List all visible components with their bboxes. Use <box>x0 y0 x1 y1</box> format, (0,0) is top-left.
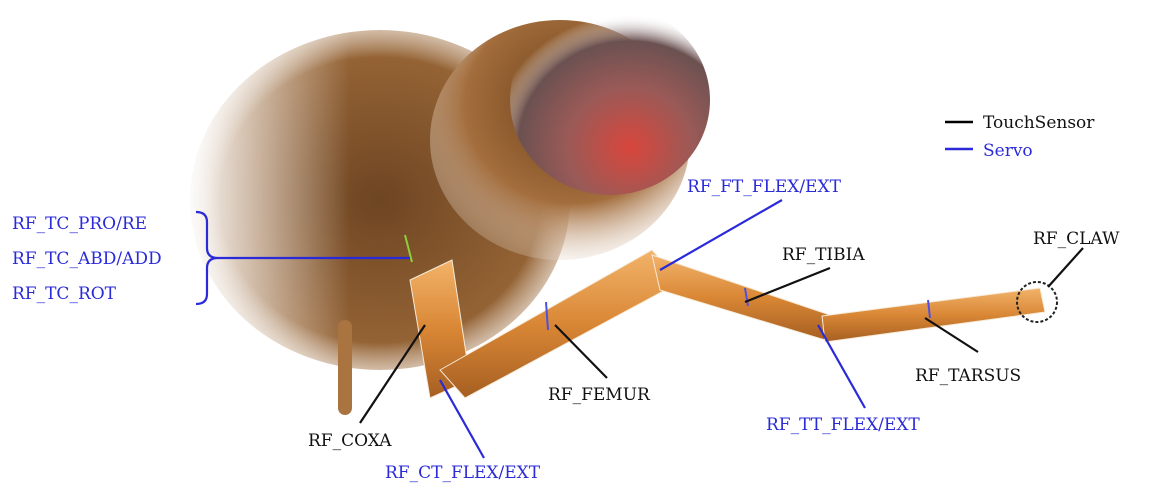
legend-touch-label: TouchSensor <box>983 113 1095 133</box>
label-claw: RF_CLAW <box>1033 229 1120 249</box>
tarsus-leader <box>924 317 979 353</box>
label-tc-pro-re: RF_TC_PRO/RE <box>12 214 147 234</box>
fly-body <box>180 0 710 420</box>
label-tarsus: RF_TARSUS <box>915 366 1021 386</box>
label-tibia: RF_TIBIA <box>782 245 865 265</box>
label-coxa: RF_COXA <box>308 431 392 451</box>
tt-leader <box>817 324 866 409</box>
claw-mesh <box>1016 281 1058 323</box>
label-femur: RF_FEMUR <box>548 385 651 405</box>
label-ft-flex-ext: RF_FT_FLEX/EXT <box>687 177 842 197</box>
leg <box>404 234 1058 399</box>
legend-servo-label: Servo <box>983 141 1033 161</box>
tc-bracket <box>195 210 410 306</box>
rear-leg-stub <box>338 320 352 415</box>
tarsus-segment <box>821 287 1046 343</box>
servo-marker <box>927 299 931 319</box>
servo-marker <box>545 301 549 331</box>
body-fade <box>180 0 350 420</box>
tibia-segment <box>651 254 831 341</box>
claw-leader <box>1047 247 1084 288</box>
coxa-leader <box>359 324 426 424</box>
leader-lines <box>359 199 1084 459</box>
servo-marker <box>404 234 413 263</box>
label-tc-rot: RF_TC_ROT <box>12 284 117 304</box>
label-tt-flex-ext: RF_TT_FLEX/EXT <box>766 415 920 435</box>
legend: TouchSensor Servo <box>945 113 1095 161</box>
femur-leader <box>554 324 608 379</box>
tibia-leader <box>744 266 831 304</box>
ft-leader <box>659 199 783 271</box>
eye-shape <box>510 5 710 195</box>
label-tc-abd-add: RF_TC_ABD/ADD <box>12 249 162 269</box>
ct-leader <box>439 379 485 459</box>
label-ct-flex-ext: RF_CT_FLEX/EXT <box>385 463 541 483</box>
servo-marker <box>744 287 749 307</box>
